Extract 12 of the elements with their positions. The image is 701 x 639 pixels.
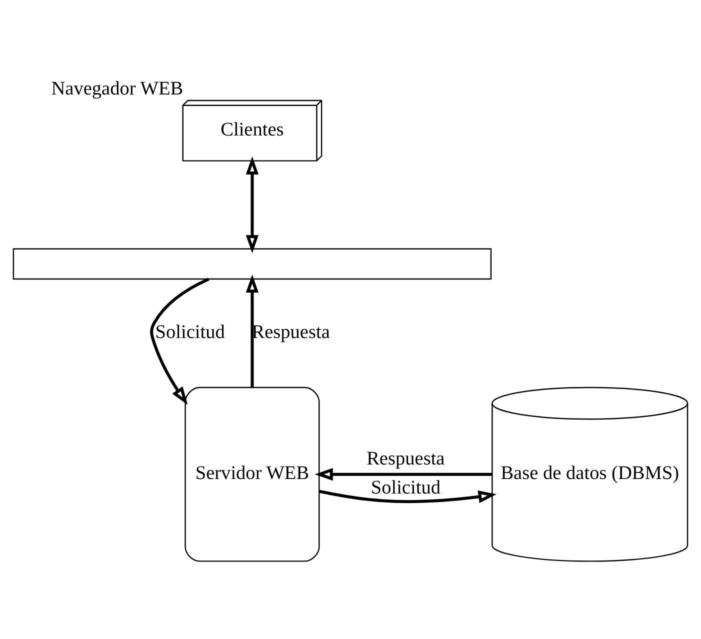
edge-label: Respuesta: [366, 448, 445, 469]
node-box: Servidor WEB: [184, 386, 320, 562]
node-bar: [12, 248, 492, 280]
edge-label: Respuesta: [252, 321, 330, 342]
node-label: Navegador WEB: [51, 78, 184, 99]
edge-label: Solicitud: [370, 476, 440, 498]
arrow: [314, 468, 492, 480]
arrow: [150, 277, 210, 404]
arrow: [319, 489, 497, 503]
arrow: [246, 274, 259, 387]
arrow: [246, 156, 259, 253]
edge-label: Solicitud: [155, 321, 225, 342]
